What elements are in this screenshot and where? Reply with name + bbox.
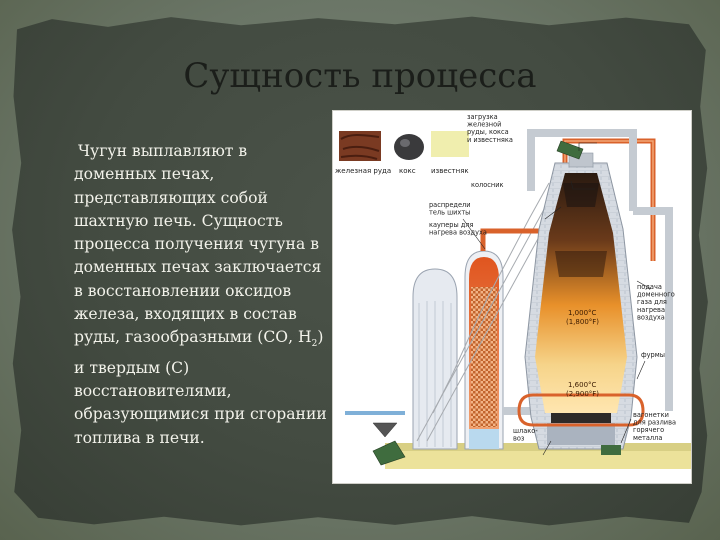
cowper-stoves — [345, 250, 504, 450]
limestone-sample — [431, 131, 469, 157]
skip-car — [556, 140, 584, 160]
label-limestone: известняк — [431, 167, 469, 175]
label-loading: загрузка железной руды, кокса и известня… — [467, 113, 513, 144]
slag-car — [372, 440, 406, 466]
label-slag: шлако- воз — [513, 427, 540, 443]
coke-sample — [394, 134, 424, 160]
label-distributor: распредели тель шихты — [429, 201, 473, 217]
label-charging-bell: колосник — [471, 181, 503, 189]
label-tuyeres: фурмы — [641, 351, 665, 359]
body-text-part2: ) и твердым (С) восстановителями, образу… — [74, 328, 327, 447]
label-coke: кокс — [399, 167, 416, 175]
foundation — [385, 449, 691, 469]
blast-furnace-figure: железная руда кокс известняк — [332, 110, 692, 484]
temp-upper-f: (1,800°F) — [566, 318, 599, 326]
temp-upper-c: 1,000°C — [568, 309, 597, 317]
gas-duct — [527, 129, 673, 411]
body-text-part1: Чугун выплавляют в доменных печах, предс… — [74, 142, 322, 347]
label-iron-ore: железная руда — [335, 167, 391, 175]
temp-lower-c: 1,600°C — [568, 381, 597, 389]
temp-lower-f: (2,900°F) — [566, 390, 599, 398]
slide-title: Сущность процесса — [183, 56, 537, 96]
label-cowper: кауперы для нагрева воздуха — [429, 221, 487, 237]
blast-furnace — [524, 152, 638, 450]
ladle-car — [601, 445, 621, 455]
tuyeres-ring — [517, 393, 645, 412]
label-ladles: вагонетки для разлива горячего металла — [633, 411, 678, 442]
body-text-subscript: 2 — [311, 339, 318, 350]
body-text: Чугун выплавляют в доменных печах, предс… — [74, 140, 334, 450]
iron-ore-sample — [339, 131, 381, 161]
blast-furnace-diagram: железная руда кокс известняк — [335, 113, 691, 469]
label-gas-feed: подача доменного газа для нагрева воздух… — [637, 283, 677, 321]
